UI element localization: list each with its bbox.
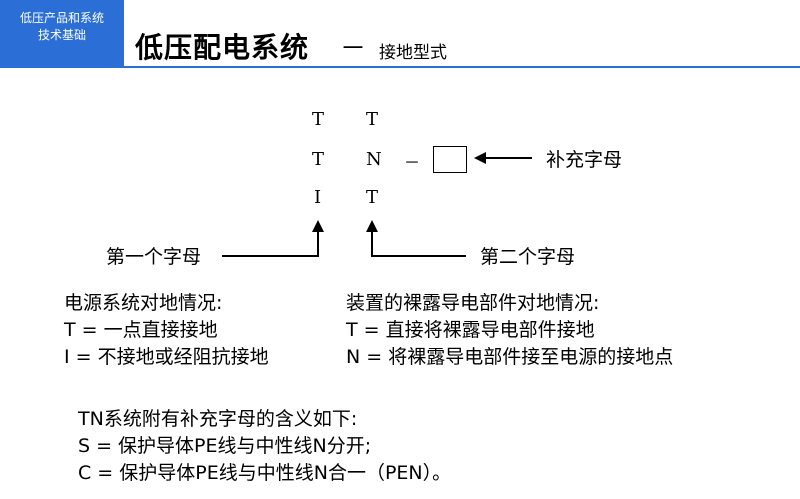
page-title: 低压配电系统 xyxy=(135,31,310,64)
letter-col1-row3: I xyxy=(314,187,322,208)
second-letter-label: 第二个字母 xyxy=(480,246,576,268)
equipment-heading: 装置的裸露导电部件对地情况: xyxy=(346,292,600,314)
letter-col1-row2: T xyxy=(312,149,325,170)
second-letter-arrow xyxy=(366,220,466,257)
power-source-heading: 电源系统对地情况: xyxy=(64,292,223,314)
letter-col2-row1: T xyxy=(366,109,379,130)
letter-col1-row1: T xyxy=(312,109,325,130)
section-label-box: 低压产品和系统 技术基础 xyxy=(0,0,124,68)
letter-col2-row2: N xyxy=(366,149,382,170)
equipment-t-line: T = 直接将裸露导电部件接地 xyxy=(346,319,595,341)
section-label-line1: 低压产品和系统 xyxy=(19,11,104,25)
title-separator: － xyxy=(340,34,367,64)
supplement-heading: TN系统附有补充字母的含义如下: xyxy=(78,408,358,430)
first-letter-arrow xyxy=(222,220,324,257)
supplement-letter-box xyxy=(433,146,467,173)
first-letter-label: 第一个字母 xyxy=(106,246,202,268)
header-rule xyxy=(124,66,800,68)
power-source-i-line: I = 不接地或经阻抗接地 xyxy=(64,346,269,368)
supplement-s-line: S = 保护导体PE线与中性线N分开; xyxy=(78,435,372,457)
page-subtitle: 接地型式 xyxy=(379,43,447,63)
supplement-arrow xyxy=(474,152,532,164)
supplement-letter-label: 补充字母 xyxy=(546,149,623,171)
section-label-line2: 技术基础 xyxy=(37,28,86,42)
letter-col2-row3: T xyxy=(366,187,379,208)
diagram-dash: － xyxy=(404,153,421,172)
equipment-n-line: N = 将裸露导电部件接至电源的接地点 xyxy=(346,346,674,368)
supplement-c-line: C = 保护导体PE线与中性线N合一（PEN）。 xyxy=(78,462,452,484)
section-label: 低压产品和系统 技术基础 xyxy=(4,10,120,44)
power-source-t-line: T = 一点直接接地 xyxy=(64,319,218,341)
